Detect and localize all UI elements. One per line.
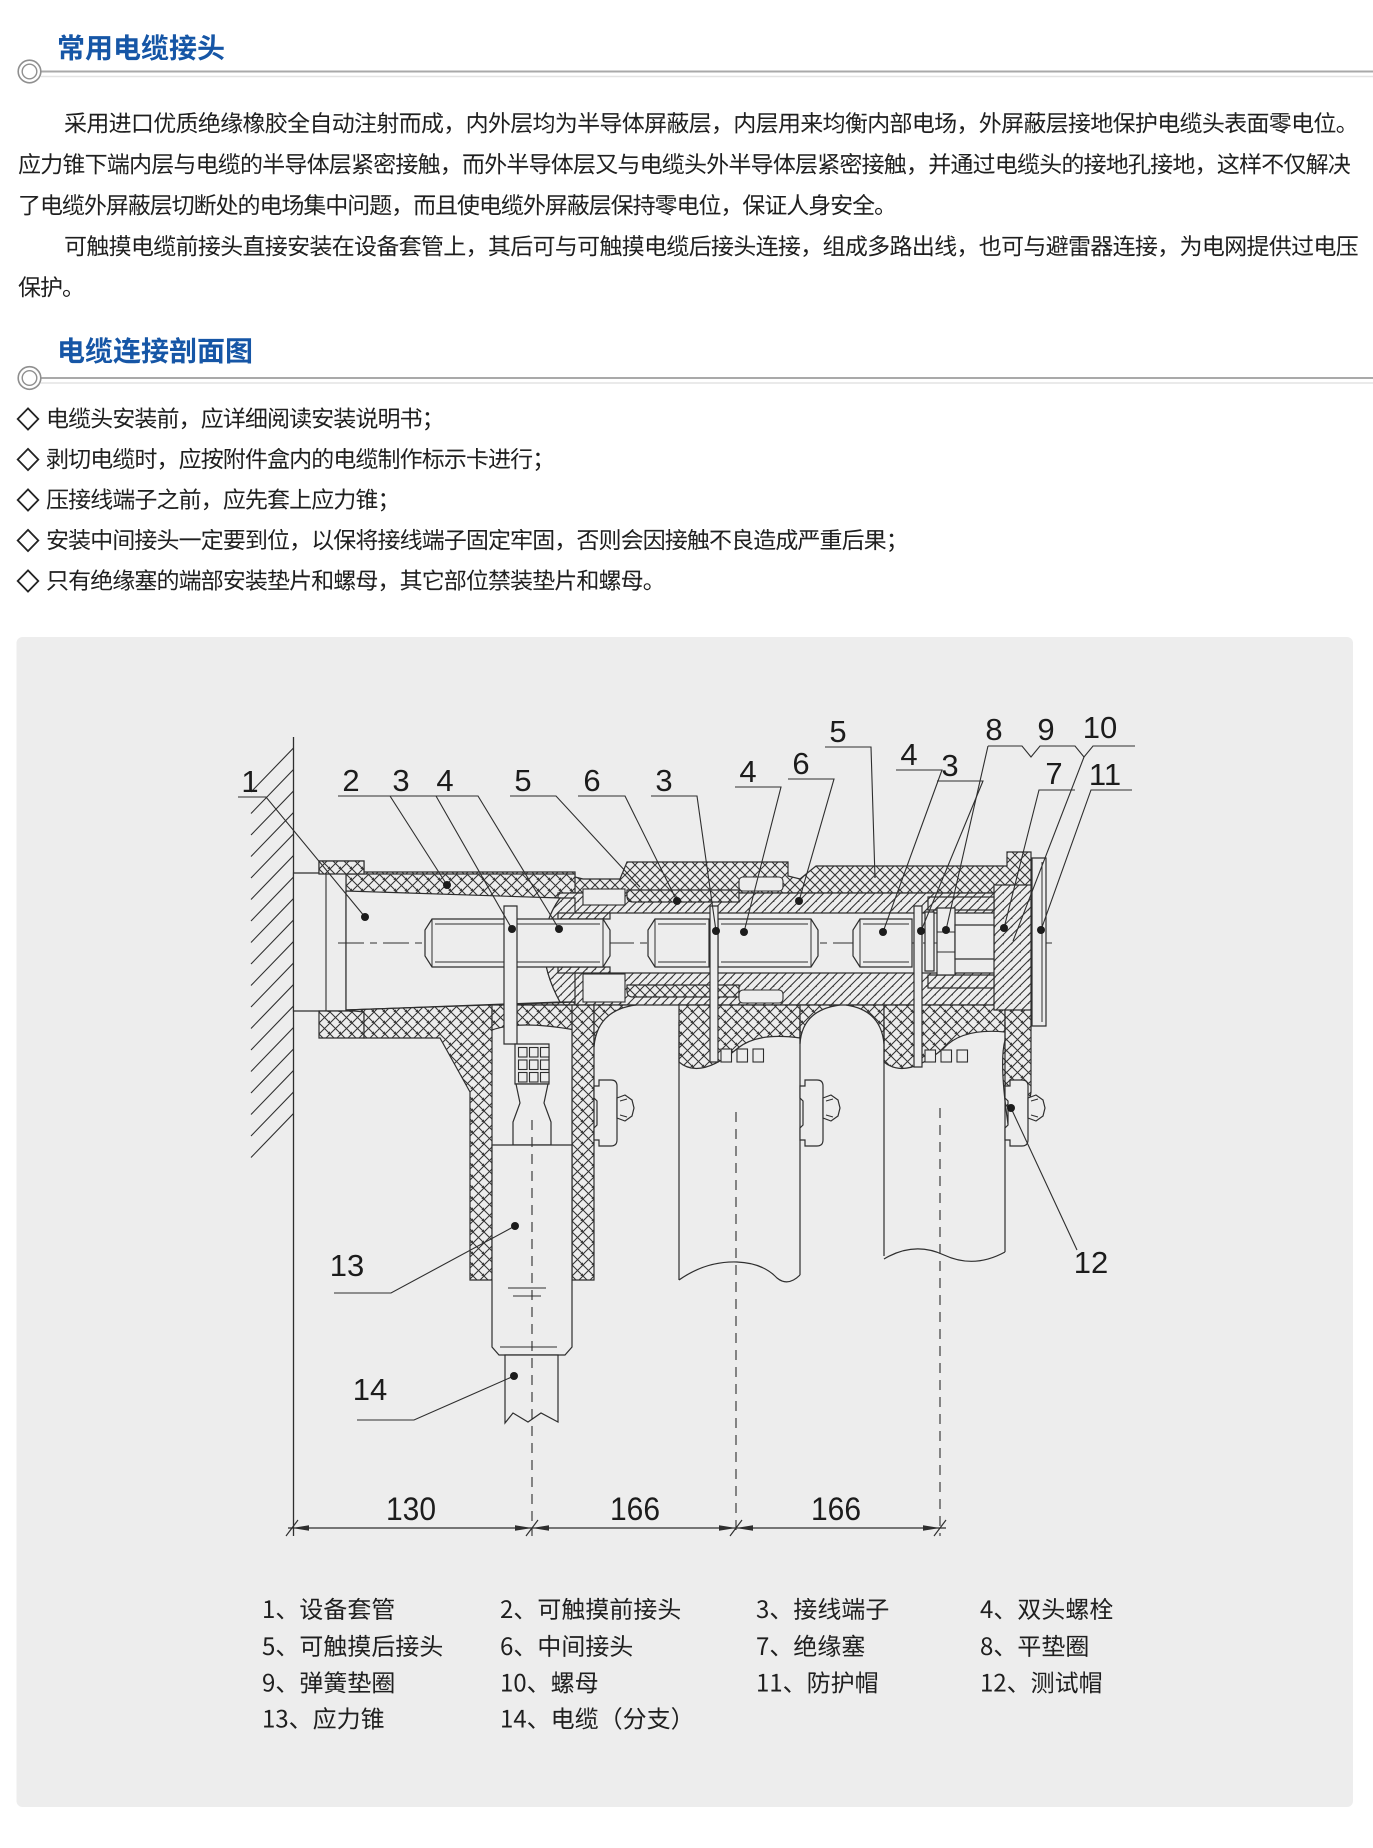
svg-text:6: 6 (792, 746, 809, 781)
svg-text:6: 6 (583, 763, 600, 798)
svg-text:7: 7 (1045, 756, 1062, 791)
svg-text:8: 8 (985, 712, 1002, 747)
svg-text:1: 1 (241, 764, 258, 799)
svg-text:166: 166 (811, 1491, 861, 1527)
svg-text:4: 4 (739, 754, 756, 789)
svg-text:5: 5 (514, 763, 531, 798)
svg-text:13: 13 (330, 1248, 364, 1283)
svg-text:3: 3 (941, 748, 958, 783)
svg-text:3: 3 (655, 763, 672, 798)
svg-text:3: 3 (392, 763, 409, 798)
svg-text:11: 11 (1089, 757, 1121, 792)
svg-text:4: 4 (900, 737, 917, 772)
svg-text:2: 2 (342, 763, 359, 798)
svg-text:14: 14 (353, 1372, 387, 1407)
svg-text:12: 12 (1074, 1245, 1108, 1280)
svg-text:166: 166 (610, 1491, 660, 1527)
svg-text:9: 9 (1037, 712, 1054, 747)
svg-text:5: 5 (829, 714, 846, 749)
svg-text:4: 4 (436, 763, 453, 798)
svg-text:10: 10 (1083, 710, 1117, 745)
svg-text:130: 130 (386, 1491, 436, 1527)
